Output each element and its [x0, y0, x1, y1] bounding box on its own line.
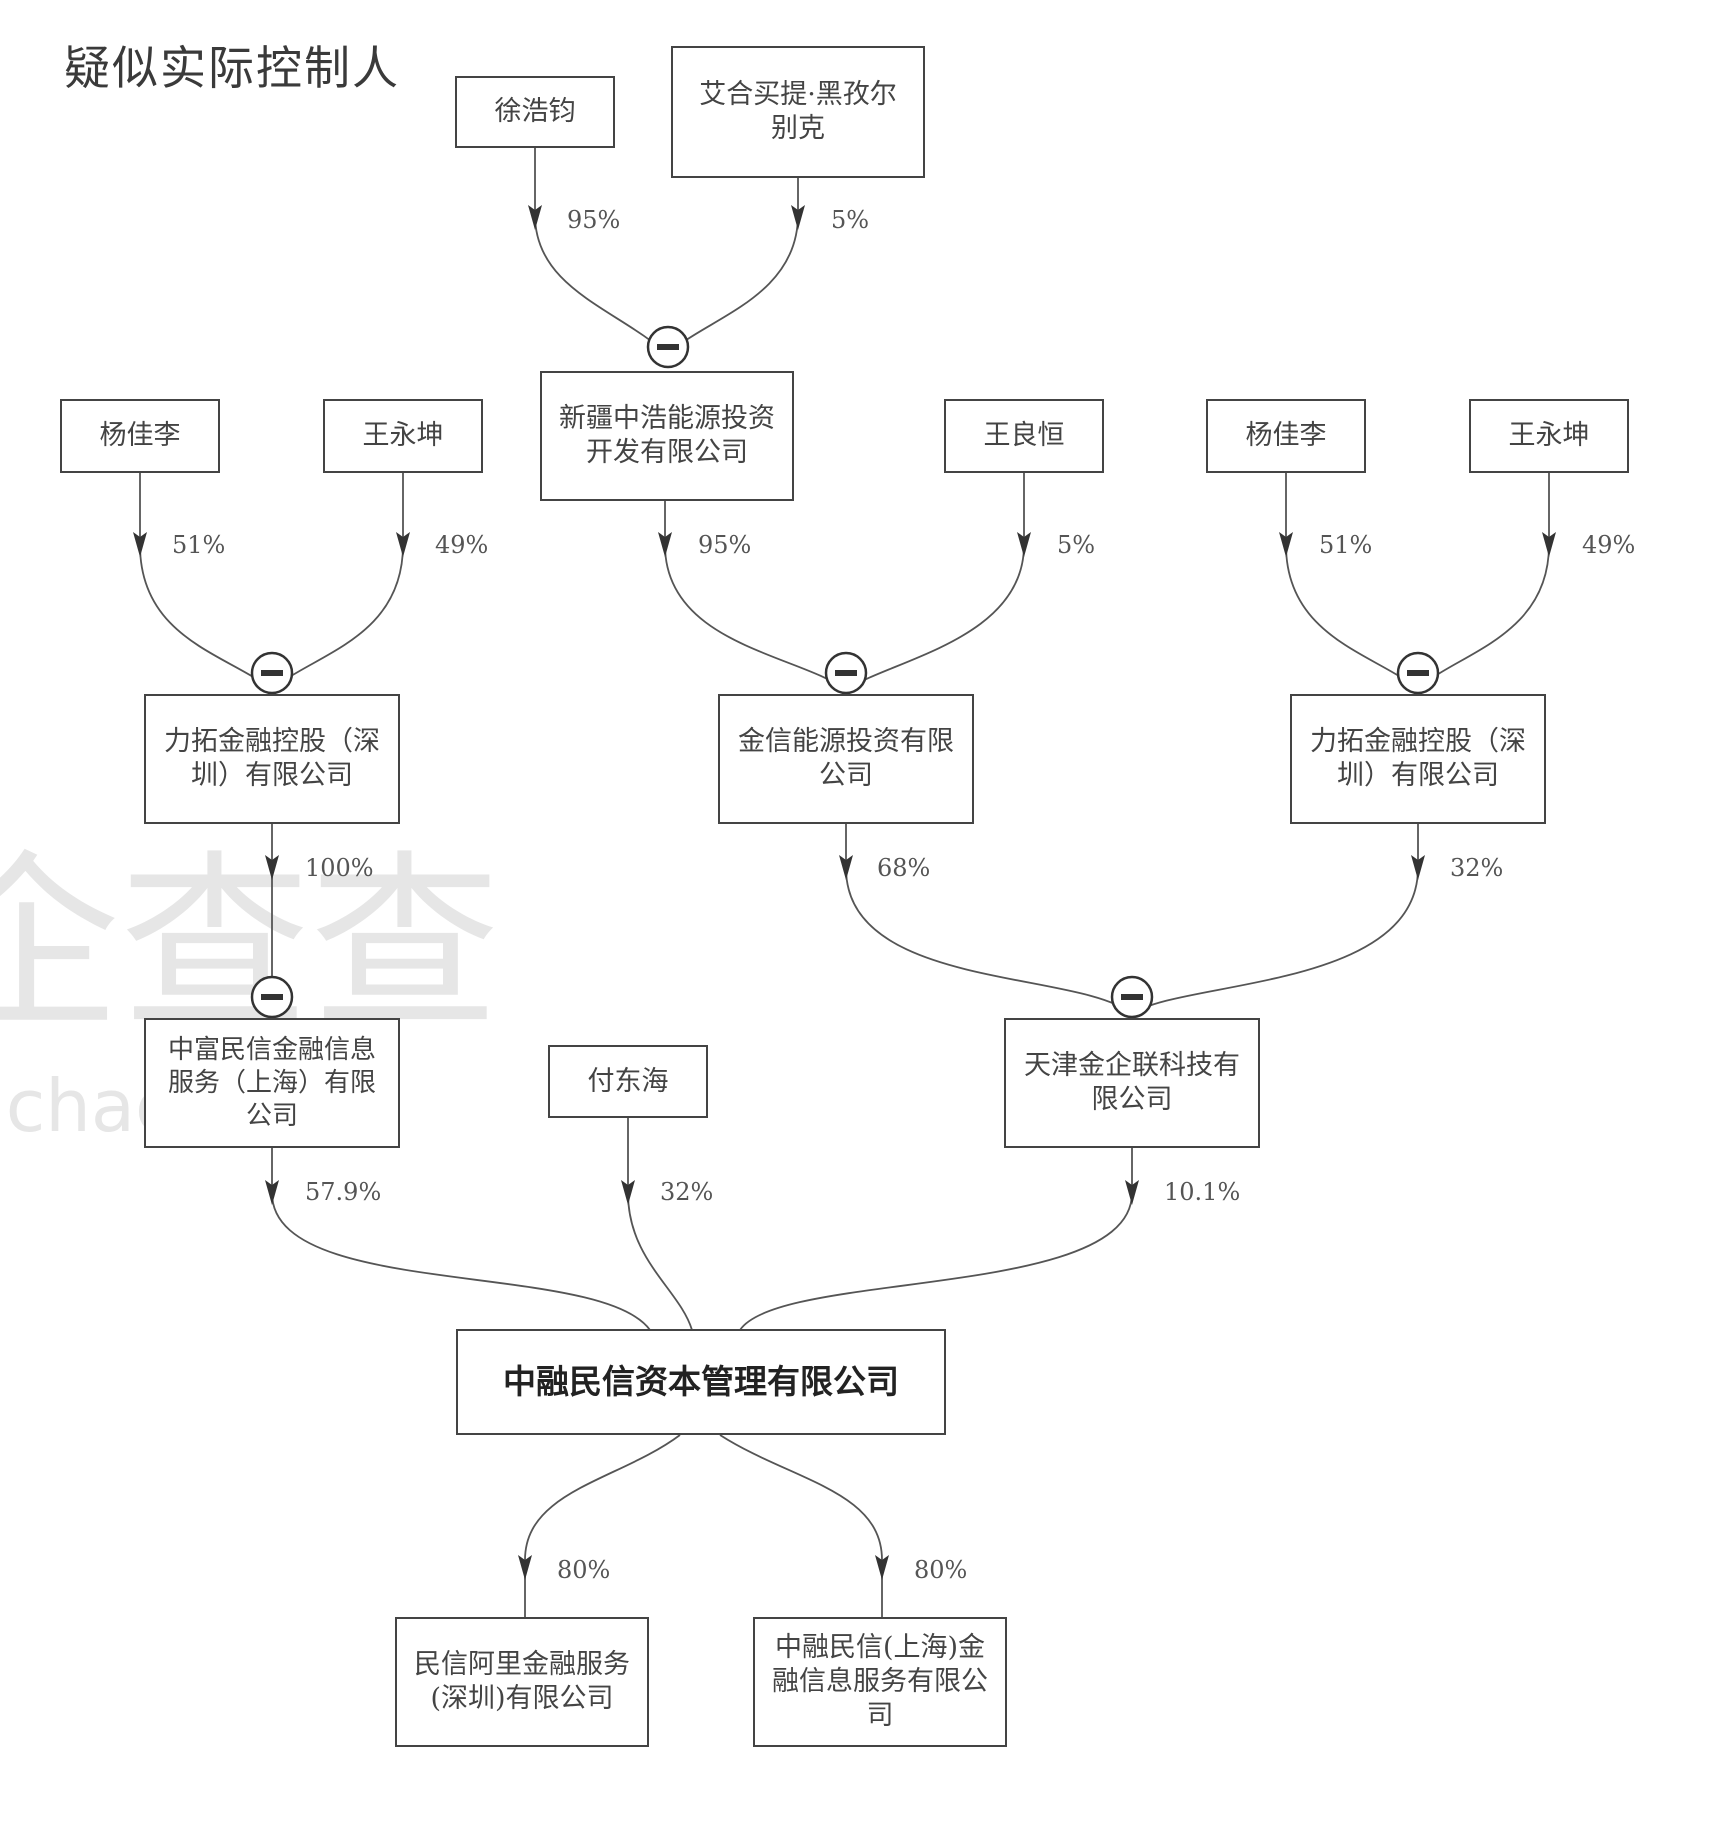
node-label: 民信阿里金融服务(深圳)有限公司 [414, 1649, 630, 1714]
node-label: 艾合买提·黑孜尔别克 [699, 79, 897, 144]
edge-label: 10.1% [1164, 1178, 1241, 1206]
collapse-icon[interactable] [824, 651, 868, 695]
edge-label: 57.9% [305, 1178, 382, 1206]
node-label: 力拓金融控股（深圳）有限公司 [164, 726, 380, 791]
arrow-head [791, 205, 805, 230]
page-title: 疑似实际控制人 [64, 41, 400, 95]
edge-label: 68% [877, 854, 931, 882]
edge-label: 5% [1057, 531, 1096, 559]
node-wang-yongkun-left[interactable]: 王永坤 [323, 399, 483, 473]
edge-label: 80% [914, 1556, 968, 1584]
node-lituo-right[interactable]: 力拓金融控股（深圳）有限公司 [1290, 694, 1546, 824]
node-label: 中融民信(上海)金融信息服务有限公司 [772, 1632, 988, 1731]
edge-label: 32% [1450, 854, 1504, 882]
node-aihe[interactable]: 艾合买提·黑孜尔别克 [671, 46, 925, 178]
node-label: 中富民信金融信息服务（上海）有限公司 [167, 1034, 376, 1131]
node-main-company[interactable]: 中融民信资本管理有限公司 [456, 1329, 946, 1435]
node-yang-jiali-left[interactable]: 杨佳李 [60, 399, 220, 473]
edge-label: 49% [1582, 531, 1636, 559]
arrow-head [621, 1180, 635, 1205]
arrow-head [528, 205, 542, 230]
node-zhongrong-shanghai[interactable]: 中融民信(上海)金融信息服务有限公司 [753, 1617, 1007, 1747]
collapse-icon[interactable] [1110, 975, 1154, 1019]
node-fu-donghai[interactable]: 付东海 [548, 1045, 708, 1118]
arrow-head [1279, 532, 1293, 557]
arrow-head [518, 1555, 532, 1580]
node-zhongfu-minxin[interactable]: 中富民信金融信息服务（上海）有限公司 [144, 1018, 400, 1148]
node-jinxin-energy[interactable]: 金信能源投资有限公司 [718, 694, 974, 824]
node-label: 中融民信资本管理有限公司 [503, 1362, 899, 1401]
node-minxin-ali[interactable]: 民信阿里金融服务(深圳)有限公司 [395, 1617, 649, 1747]
arrow-head [1542, 532, 1556, 557]
arrow-head [265, 855, 279, 880]
collapse-icon[interactable] [250, 975, 294, 1019]
node-label: 王永坤 [362, 420, 444, 451]
edge-label: 95% [567, 206, 621, 234]
arrow-head [658, 532, 672, 557]
node-yang-jiali-right[interactable]: 杨佳李 [1206, 399, 1366, 473]
collapse-icon-group [250, 325, 1440, 1019]
node-label: 金信能源投资有限公司 [738, 726, 954, 791]
arrow-head [1017, 532, 1031, 557]
collapse-icon[interactable] [250, 651, 294, 695]
node-label: 杨佳李 [1245, 420, 1327, 451]
node-label: 新疆中浩能源投资开发有限公司 [559, 403, 775, 468]
edge-label: 5% [831, 206, 870, 234]
node-wang-yongkun-right[interactable]: 王永坤 [1469, 399, 1629, 473]
node-label: 王永坤 [1508, 420, 1590, 451]
node-label: 天津金企联科技有限公司 [1024, 1050, 1240, 1115]
arrow-head [1125, 1180, 1139, 1205]
edge-label: 49% [435, 531, 489, 559]
node-label: 杨佳李 [99, 420, 181, 451]
node-label: 付东海 [587, 1065, 669, 1097]
arrow-head [1411, 855, 1425, 880]
node-xu-haojun[interactable]: 徐浩钧 [455, 76, 615, 148]
node-wang-lianghen[interactable]: 王良恒 [944, 399, 1104, 473]
arrow-head [875, 1555, 889, 1580]
node-label: 王良恒 [983, 420, 1065, 451]
collapse-icon[interactable] [646, 325, 690, 369]
node-lituo-left[interactable]: 力拓金融控股（深圳）有限公司 [144, 694, 400, 824]
edge-label: 80% [557, 1556, 611, 1584]
watermark-logo: 企查查 [0, 834, 501, 1055]
node-tianjin-jinqilian[interactable]: 天津金企联科技有限公司 [1004, 1018, 1260, 1148]
arrow-head [133, 532, 147, 557]
arrow-head [265, 1180, 279, 1205]
arrow-head [396, 532, 410, 557]
edge-label: 51% [1319, 531, 1373, 559]
edge-label: 51% [172, 531, 226, 559]
edge-label: 95% [698, 531, 752, 559]
edge-label: 32% [660, 1178, 714, 1206]
node-label: 力拓金融控股（深圳）有限公司 [1310, 726, 1526, 791]
collapse-icon[interactable] [1396, 651, 1440, 695]
edge-label: 100% [305, 854, 374, 882]
arrow-head [839, 855, 853, 880]
node-xinjiang-zhonghao[interactable]: 新疆中浩能源投资开发有限公司 [540, 371, 794, 501]
node-label: 徐浩钧 [494, 96, 576, 127]
